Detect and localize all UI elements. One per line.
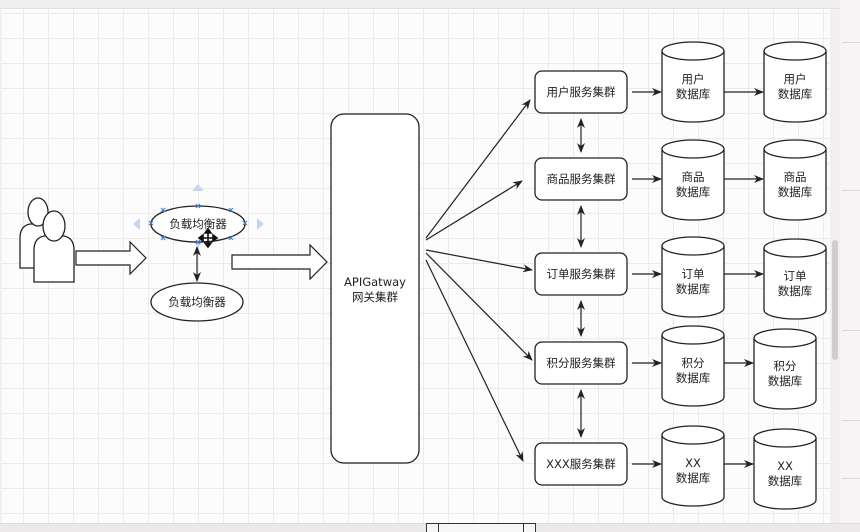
selection-handles[interactable]	[148, 203, 248, 245]
connector-gateway-product-service[interactable]	[425, 180, 523, 241]
order-database-replica-label-line1: 订单	[784, 269, 807, 283]
user-service-label: 用户服务集群	[547, 85, 616, 99]
connector-gateway-order-service[interactable]	[425, 249, 533, 273]
panel-divider	[842, 190, 860, 191]
product-service-label: 商品服务集群	[547, 172, 616, 186]
xxx-database-replica-label-line2: 数据库	[768, 474, 803, 488]
user-database-primary-label-line2: 数据库	[676, 87, 711, 101]
load-balancer-2[interactable]: 负载均衡器	[150, 282, 244, 322]
product-database-replica-label-line1: 商品	[784, 170, 807, 184]
user-service-cluster[interactable]: 用户服务集群	[534, 70, 628, 114]
panel-divider	[842, 330, 860, 331]
panel-divider	[842, 420, 860, 421]
panel-divider	[842, 478, 860, 479]
user-database-replica-label-line1: 用户	[784, 72, 807, 86]
api-gateway-cluster[interactable]: APIGatway 网关集群	[330, 113, 420, 464]
user-database-replica-label-line2: 数据库	[778, 87, 813, 101]
points-service-cluster[interactable]: 积分服务集群	[534, 341, 628, 385]
connector-gateway-user-service[interactable]	[425, 99, 531, 239]
xxx-service-label: XXX服务集群	[546, 457, 616, 471]
vertical-scrollbar[interactable]	[832, 240, 838, 360]
order-service-cluster[interactable]: 订单服务集群	[534, 252, 628, 296]
top-toolbar	[0, 0, 860, 9]
panel-divider	[842, 42, 860, 43]
order-database-primary-label-line1: 订单	[682, 267, 705, 281]
gateway-label-line1: APIGatway	[344, 275, 406, 289]
product-database-primary-label-line2: 数据库	[676, 185, 711, 199]
format-panel	[840, 0, 860, 531]
xxx-database-primary-label-line2: 数据库	[676, 471, 711, 485]
users-icon[interactable]	[19, 197, 75, 283]
xxx-database-primary-label-line1: XX	[685, 456, 701, 470]
load-balancer-1-label: 负载均衡器	[169, 217, 227, 231]
points-database-primary-label-line1: 积分	[682, 356, 705, 370]
product-database-primary-label-line1: 商品	[682, 170, 705, 184]
user-database-primary-label-line1: 用户	[682, 72, 705, 86]
order-service-label: 订单服务集群	[547, 267, 616, 281]
load-balancer-1[interactable]: 负载均衡器	[148, 203, 248, 249]
page-tab-inner	[438, 523, 524, 532]
order-database-replica-label-line2: 数据库	[778, 284, 813, 298]
points-database-replica-label-line2: 数据库	[768, 374, 803, 388]
points-database-replica-label-line1: 积分	[774, 359, 797, 373]
order-database-primary-label-line2: 数据库	[676, 282, 711, 296]
block-arrow-lb-to-gateway[interactable]	[231, 243, 328, 281]
gateway-label-line2: 网关集群	[352, 290, 398, 304]
product-database-replica-label-line2: 数据库	[778, 185, 813, 199]
connector-gateway-xxx-service[interactable]	[425, 259, 524, 462]
block-arrow-users-to-lb[interactable]	[75, 240, 147, 276]
xxx-service-cluster[interactable]: XXX服务集群	[534, 442, 628, 486]
points-database-primary-label-line2: 数据库	[676, 371, 711, 385]
product-service-cluster[interactable]: 商品服务集群	[534, 157, 628, 201]
xxx-database-replica-label-line1: XX	[777, 459, 793, 473]
move-cursor-icon	[197, 227, 219, 249]
load-balancer-2-label: 负载均衡器	[168, 295, 226, 309]
points-service-label: 积分服务集群	[547, 356, 616, 370]
connector-gateway-points-service[interactable]	[425, 252, 533, 361]
